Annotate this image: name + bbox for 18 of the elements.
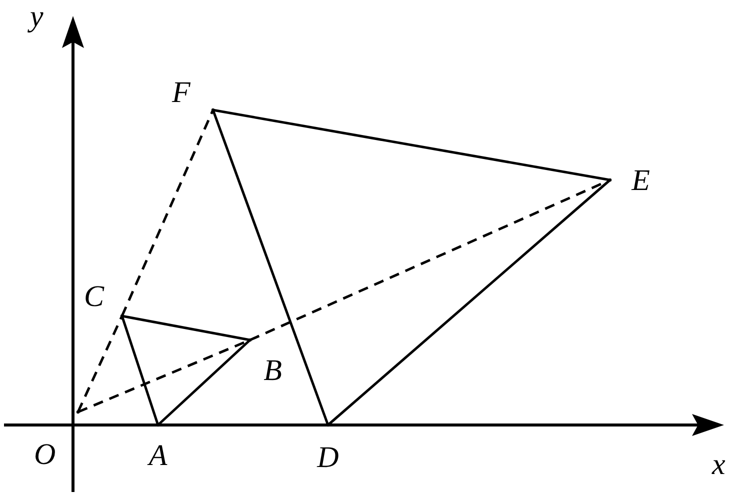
vertex-label: E xyxy=(610,164,650,198)
vertex-label: A xyxy=(140,425,176,471)
dashed-segment xyxy=(120,110,214,316)
vertex-label: F xyxy=(172,78,213,110)
line-segment xyxy=(212,110,330,426)
line-segment xyxy=(120,316,160,426)
dashed-segment xyxy=(76,315,124,413)
line-segment xyxy=(327,179,611,426)
axis-label: y xyxy=(30,2,44,32)
dashed-segment xyxy=(250,178,610,342)
line-segment xyxy=(122,314,250,342)
line-segment xyxy=(212,108,610,182)
axis-label: x xyxy=(712,450,726,480)
line-segment xyxy=(157,339,251,426)
vertex-label: D xyxy=(310,425,346,473)
vertex-label: B xyxy=(250,340,282,386)
vertex-label: C xyxy=(84,282,122,316)
vertex-label: O xyxy=(34,405,84,470)
